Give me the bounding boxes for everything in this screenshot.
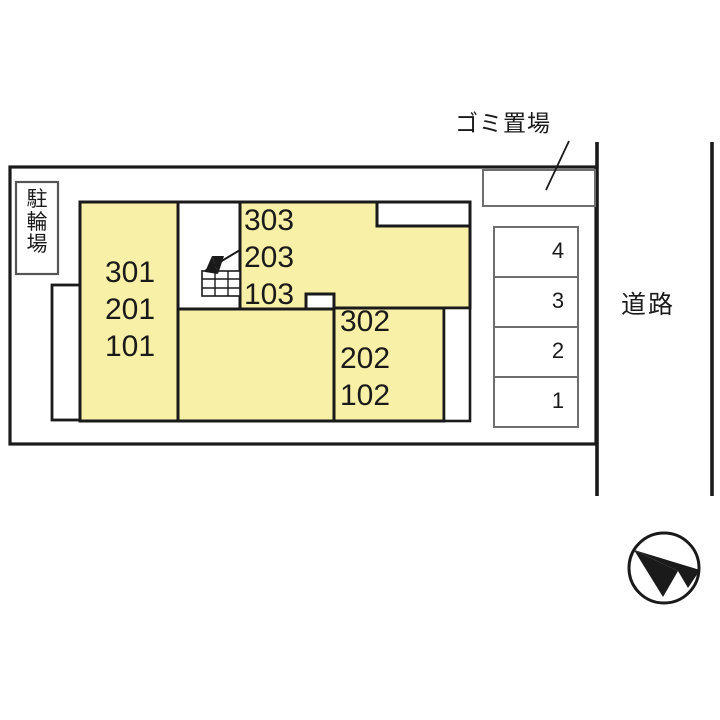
stairs-up-icon [201,249,241,297]
unit-label-103: 103 [244,278,295,311]
parking-stall-1[interactable] [493,376,579,428]
road-label: 道路 [621,290,676,319]
trash-area-rect [482,169,596,207]
unit-block-west [78,200,180,423]
unit-block-central-lower [176,307,336,423]
bicycle-parking-char-3: 場 [26,232,48,257]
trash-area-leader-line [545,140,570,191]
bicycle-parking-box [14,180,60,276]
parking-stall-2[interactable] [493,326,579,378]
parking-stall-label-4: 4 [551,238,565,263]
bicycle-parking-char-2: 輪 [26,209,48,234]
northeast-recess [375,200,472,228]
bicycle-parking-char-1: 駐 [26,187,48,211]
parking-stall-label-3: 3 [551,288,565,313]
unit-label-303: 303 [244,204,295,237]
parking-stall-4[interactable] [493,226,579,278]
north-arrow-icon [627,531,701,605]
southeast-service-strip [442,306,472,423]
parking-stalls-group [493,226,579,428]
unit-label-101: 101 [104,330,156,363]
trash-area-label: ゴミ置場 [455,111,551,137]
bicycle-parking-label: 駐 輪 場 [20,188,54,256]
unit-label-302: 302 [340,305,391,338]
west-service-strip [50,283,83,422]
unit-label-102: 102 [340,379,391,412]
unit-label-201: 201 [104,293,156,326]
unit-label-202: 202 [340,342,391,375]
unit-label-301: 301 [104,256,156,289]
parking-stall-label-1: 1 [551,388,565,413]
unit-block-southeast [332,306,446,423]
unit-label-203: 203 [244,241,295,274]
parking-stall-label-2: 2 [551,338,565,363]
